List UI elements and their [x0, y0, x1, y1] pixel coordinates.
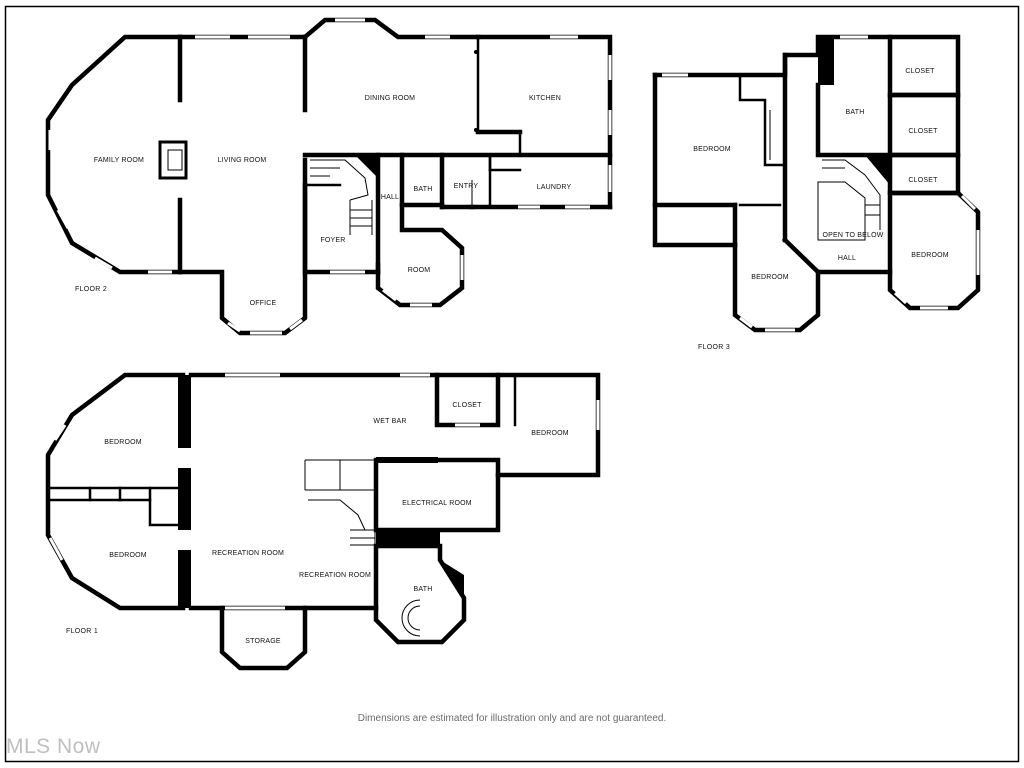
- room-label-recreation-room-1: RECREATION ROOM: [212, 550, 284, 557]
- room-label-bedroom-right: BEDROOM: [911, 252, 949, 259]
- room-label-family-room: FAMILY ROOM: [94, 157, 144, 164]
- room-label-hall-f3: HALL: [838, 255, 856, 262]
- floor-1-plan: [45, 372, 601, 671]
- room-label-closet-2: CLOSET: [908, 128, 938, 135]
- room-label-bedroom-left: BEDROOM: [693, 146, 731, 153]
- room-label-bedroom-right-f1: BEDROOM: [531, 430, 569, 437]
- room-label-bath: BATH: [414, 186, 433, 193]
- room-label-office: OFFICE: [250, 300, 277, 307]
- floor-3-label: FLOOR 3: [698, 344, 730, 351]
- room-label-storage: STORAGE: [245, 638, 281, 645]
- room-label-bath-f1: BATH: [414, 586, 433, 593]
- room-label-room: ROOM: [408, 267, 431, 274]
- room-label-wet-bar: WET BAR: [373, 418, 406, 425]
- floor-2-label: FLOOR 2: [75, 286, 107, 293]
- room-label-closet-f1: CLOSET: [452, 402, 482, 409]
- floor-3-plan: [652, 34, 981, 333]
- room-label-kitchen: KITCHEN: [529, 95, 561, 102]
- room-label-laundry: LAUNDRY: [537, 184, 572, 191]
- room-label-hall: HALL: [381, 194, 399, 201]
- room-label-bedroom-top-f1: BEDROOM: [104, 439, 142, 446]
- room-label-electrical-room: ELECTRICAL ROOM: [402, 500, 472, 507]
- room-label-closet-1: CLOSET: [905, 68, 935, 75]
- room-label-bath-f3: BATH: [846, 109, 865, 116]
- disclaimer-text: Dimensions are estimated for illustratio…: [357, 713, 667, 724]
- room-label-foyer: FOYER: [320, 237, 345, 244]
- mls-now-watermark: MLS Now: [6, 735, 101, 758]
- room-label-living-room: LIVING ROOM: [218, 157, 267, 164]
- floor-1-label: FLOOR 1: [66, 628, 98, 635]
- room-label-bedroom-bottom: BEDROOM: [751, 274, 789, 281]
- room-label-closet-3: CLOSET: [908, 177, 938, 184]
- page-border: [4, 5, 1020, 763]
- room-label-recreation-room-2: RECREATION ROOM: [299, 572, 371, 579]
- room-label-entry: ENTRY: [454, 183, 479, 190]
- room-label-open-to-below: OPEN TO BELOW: [822, 232, 883, 239]
- room-label-dining-room: DINING ROOM: [365, 95, 415, 102]
- floor-2-plan: [45, 17, 613, 336]
- room-label-bedroom-bottom-f1: BEDROOM: [109, 552, 147, 559]
